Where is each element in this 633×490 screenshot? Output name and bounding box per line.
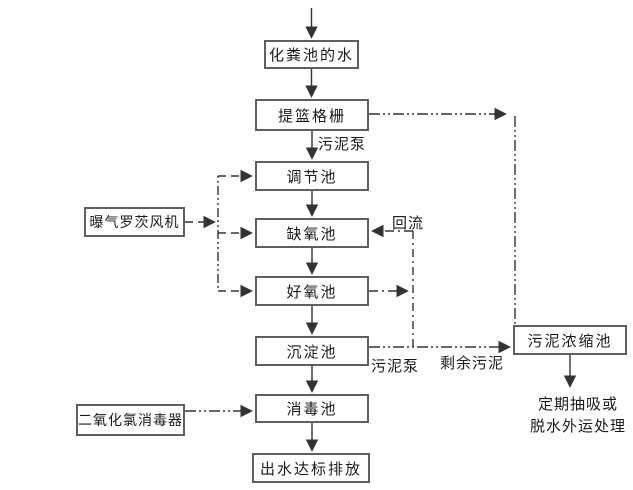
label-sludge-pump: 污泥泵	[371, 359, 420, 375]
node-aerobic-tank: 好氧池	[255, 276, 369, 306]
label-reflux: 回流	[392, 216, 425, 232]
node-chlorine-dioxide: 二氧化氯消毒器	[76, 404, 185, 436]
label-lift-sludge-pump: 污泥泵	[318, 137, 367, 153]
label-excess-sludge: 剩余污泥	[440, 356, 505, 372]
node-regulating-tank: 调节池	[255, 161, 369, 191]
note-sludge-disposal-line1: 定期抽吸或	[537, 397, 618, 413]
node-sedimentation-tank: 沉淀池	[255, 336, 369, 366]
note-sludge-disposal: 定期抽吸或 脱水外运处理	[518, 394, 633, 438]
note-sludge-disposal-line2: 脱水外运处理	[529, 419, 626, 435]
node-septic-water: 化粪池的水	[264, 40, 359, 69]
node-discharge: 出水达标排放	[252, 453, 370, 483]
node-anoxic-tank: 缺氧池	[255, 218, 369, 248]
node-sludge-thickener: 污泥浓缩池	[513, 325, 627, 355]
node-basket-screen: 提篮格栅	[255, 99, 369, 131]
node-disinfection-tank: 消毒池	[255, 394, 369, 423]
node-roots-blower: 曝气罗茨风机	[84, 207, 185, 237]
